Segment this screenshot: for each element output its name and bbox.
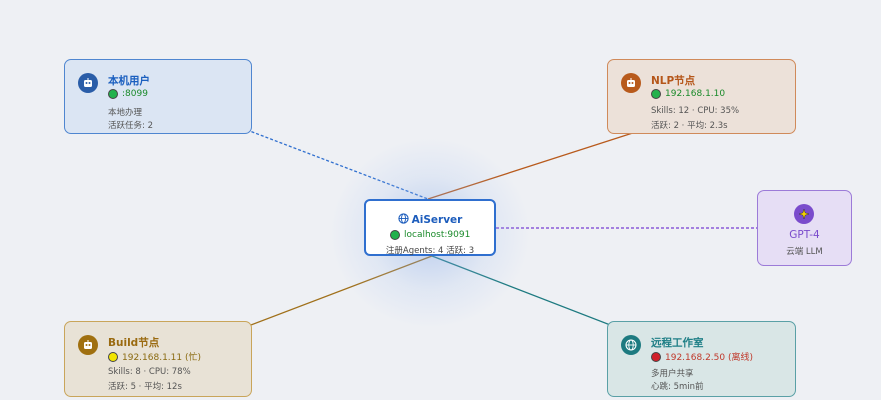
- address-text: 192.168.1.10: [665, 89, 726, 99]
- node-title: GPT-4: [789, 229, 820, 241]
- node-detail: 活跃: 5 · 平均: 12s: [108, 382, 182, 392]
- node-detail: 云端 LLM: [786, 247, 823, 257]
- node-title: NLP节点: [651, 75, 696, 87]
- globe-icon: [621, 335, 641, 355]
- status-dot: [651, 351, 661, 362]
- address-text: 192.168.2.50 (离线): [665, 353, 754, 363]
- status-dot: [390, 230, 400, 240]
- server-stats: 注册Agents: 4 活跃: 3: [385, 246, 475, 256]
- node-address: 192.168.1.10: [651, 89, 725, 99]
- server-name: AiServer: [411, 214, 463, 226]
- address-text: localhost:9091: [404, 230, 471, 240]
- node-gpt4[interactable]: GPT-4 云端 LLM: [757, 190, 852, 266]
- node-nlp[interactable]: NLP节点 192.168.1.10 Skills: 12 · CPU: 35%…: [607, 59, 796, 134]
- node-detail: 多用户共享: [651, 369, 694, 379]
- node-detail: 活跃: 2 · 平均: 2.3s: [651, 121, 728, 131]
- node-detail: Skills: 8 · CPU: 78%: [108, 367, 191, 377]
- node-title: Build节点: [108, 337, 160, 349]
- robot-icon: [78, 335, 98, 355]
- node-detail: Skills: 12 · CPU: 35%: [651, 106, 740, 116]
- robot-icon: [78, 73, 98, 93]
- node-detail: 本地办理: [108, 108, 143, 118]
- robot-icon: [621, 73, 641, 93]
- status-dot: [108, 351, 118, 362]
- node-title: 本机用户: [108, 75, 150, 87]
- node-title: 远程工作室: [651, 337, 704, 349]
- status-dot: [108, 89, 118, 99]
- node-detail: 活跃任务: 2: [108, 121, 153, 131]
- node-address: :8099: [108, 89, 148, 99]
- node-local-user[interactable]: 本机用户 :8099 本地办理 活跃任务: 2: [64, 59, 252, 134]
- node-build[interactable]: Build节点 192.168.1.11 (忙) Skills: 8 · CPU…: [64, 321, 252, 397]
- node-remote-studio[interactable]: 远程工作室 192.168.2.50 (离线) 多用户共享 心跳: 5min前: [607, 321, 796, 397]
- server-address: localhost:9091: [390, 230, 470, 240]
- server-title: AiServer: [366, 213, 494, 226]
- globe-icon: [397, 213, 409, 224]
- sparkle-icon: [794, 204, 814, 224]
- node-aiserver[interactable]: AiServer localhost:9091 注册Agents: 4 活跃: …: [364, 199, 496, 256]
- address-text: :8099: [122, 89, 148, 99]
- node-address: 192.168.1.11 (忙): [108, 350, 201, 363]
- node-address: 192.168.2.50 (离线): [651, 350, 753, 363]
- link-local: [157, 95, 429, 200]
- node-detail: 心跳: 5min前: [651, 382, 704, 392]
- address-text: 192.168.1.11 (忙): [122, 353, 202, 363]
- status-dot: [651, 89, 661, 99]
